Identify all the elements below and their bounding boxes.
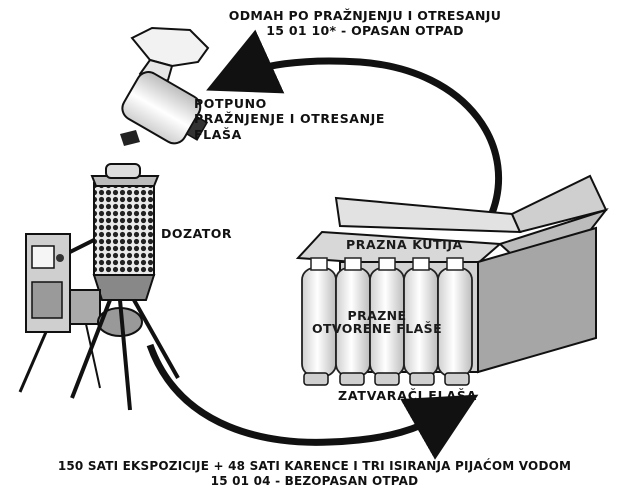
top-caption: ODMAH PO PRAŽNJENJU I OTRESANJU 15 01 10… [205,8,525,39]
empty-bottles-label: PRAZNE OTVORENE FLAŠE [302,309,452,335]
bottom-flow-arrow [146,343,479,460]
bottle-caps-label: ZATVARAČI FLAŠA [338,388,478,403]
empty-shake-line-2: PRAŽNJENJE I OTRESANJE [194,111,386,127]
dosing-device [18,163,180,411]
empty-bottles-line-2: OTVORENE FLAŠE [311,321,443,337]
bottle-caps [303,372,470,386]
empty-shake-line-1: POTPUNO [194,96,267,111]
empty-shake-line-3: FLAŠA [194,126,242,142]
bottom-caption-line-2: 15 01 04 - BEZOPASAN OTPAD [210,473,419,488]
top-caption-line-2: 15 01 10* - OPASAN OTPAD [266,23,464,39]
bottom-caption-line-1: 150 SATI EKSPOZICIJE + 48 SATI KARENCE I… [57,459,572,473]
empty-bottles-line-1: PRAZNE [347,308,407,323]
hand-emptying-bottle [120,26,210,146]
empty-box-label: PRAZNA KUTIJA [346,237,463,252]
bottom-caption: 150 SATI EKSPOZICIJE + 48 SATI KARENCE I… [0,459,629,488]
empty-shake-label: POTPUNO PRAŽNJENJE I OTRESANJE FLAŠA [194,96,385,142]
top-flow-arrow [206,29,503,220]
top-caption-line-1: ODMAH PO PRAŽNJENJU I OTRESANJU [228,8,502,23]
empty-bottles [301,257,473,377]
dosing-device-label: DOZATOR [161,226,233,241]
